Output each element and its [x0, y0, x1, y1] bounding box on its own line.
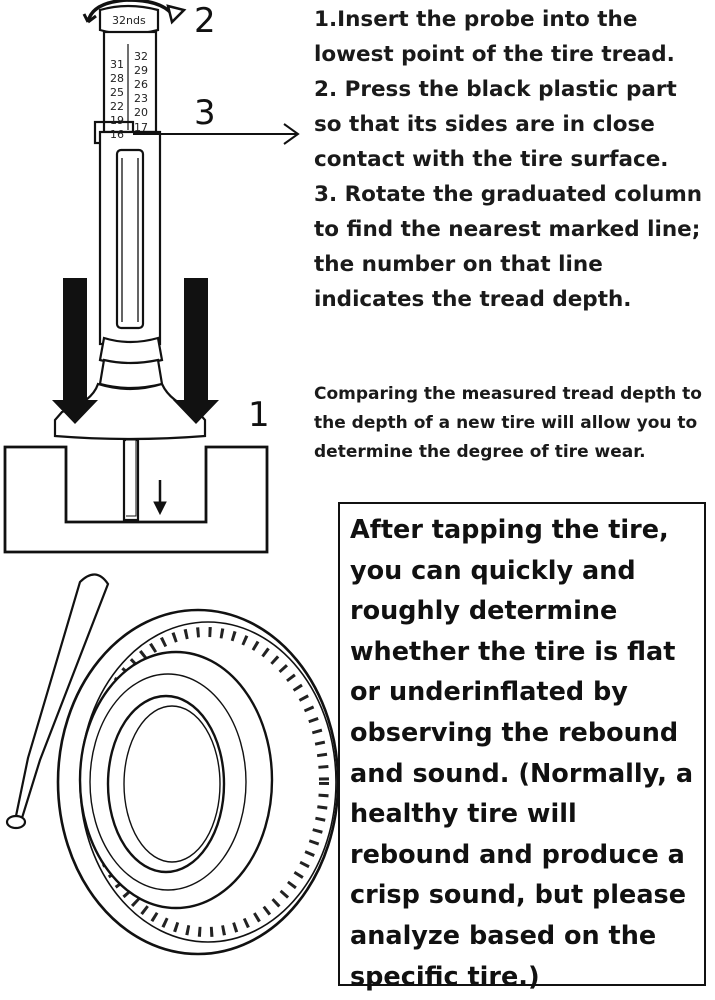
callout-3: 3 [194, 93, 216, 133]
scale-right-5: 20 [134, 106, 148, 119]
scale-left-1: 31 [110, 58, 124, 71]
scale-left-2: 28 [110, 72, 124, 85]
down-arrow-icon [173, 278, 219, 424]
tread-depth-gauge [53, 0, 207, 522]
step-1-text: 1.Insert the probe into the lowest point… [314, 7, 675, 67]
scale-right-3: 26 [134, 78, 148, 91]
tire-section [3, 445, 269, 554]
scale-right-4: 23 [134, 92, 148, 105]
scale-right-6: 17 [134, 121, 148, 134]
callout-1: 1 [248, 395, 270, 435]
gauge-scale: 32nds 31 28 25 22 19 16 32 29 26 23 20 1… [110, 14, 148, 141]
tap-tip-box: After tapping the tire, you can quickly … [338, 502, 706, 992]
scale-left-6: 16 [110, 128, 124, 141]
wear-note: Comparing the measured tread depth to th… [314, 384, 702, 462]
scale-left-4: 22 [110, 100, 124, 113]
tap-tip-text: After tapping the tire, you can quickly … [350, 515, 694, 992]
scale-right-2: 29 [134, 64, 148, 77]
probe-arrow-icon [153, 480, 167, 516]
callout-2: 2 [194, 1, 216, 41]
rotate-arrow-icon [86, 0, 174, 23]
pointer-arrow [133, 123, 300, 145]
tire-icon [56, 608, 340, 956]
scale-right-1: 32 [134, 50, 148, 63]
scale-left-5: 19 [110, 114, 124, 127]
scale-left-3: 25 [110, 86, 124, 99]
step-3-text: 3. Rotate the graduated column to find t… [314, 182, 703, 312]
gauge-cap-text: 32nds [112, 14, 146, 27]
baseball-bat-icon [5, 573, 110, 830]
instructions: 1.Insert the probe into the lowest point… [314, 2, 709, 317]
down-arrow-icon [52, 278, 98, 424]
step-2-text: 2. Press the black plastic part so that … [314, 77, 677, 172]
press-down-arrows [52, 278, 219, 424]
